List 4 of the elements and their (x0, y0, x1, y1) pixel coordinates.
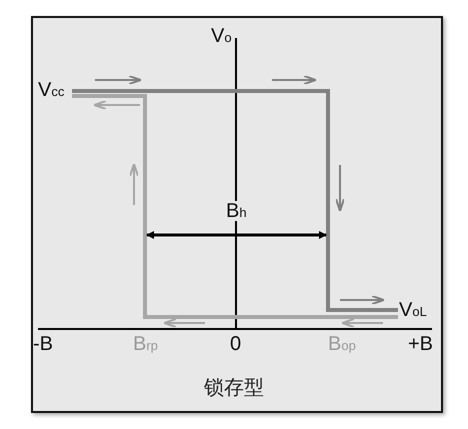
tick-label: 0 (230, 334, 242, 354)
tick-label: -B (33, 334, 53, 354)
caption: 锁存型 (203, 376, 265, 401)
tick-label: +B (408, 334, 434, 354)
